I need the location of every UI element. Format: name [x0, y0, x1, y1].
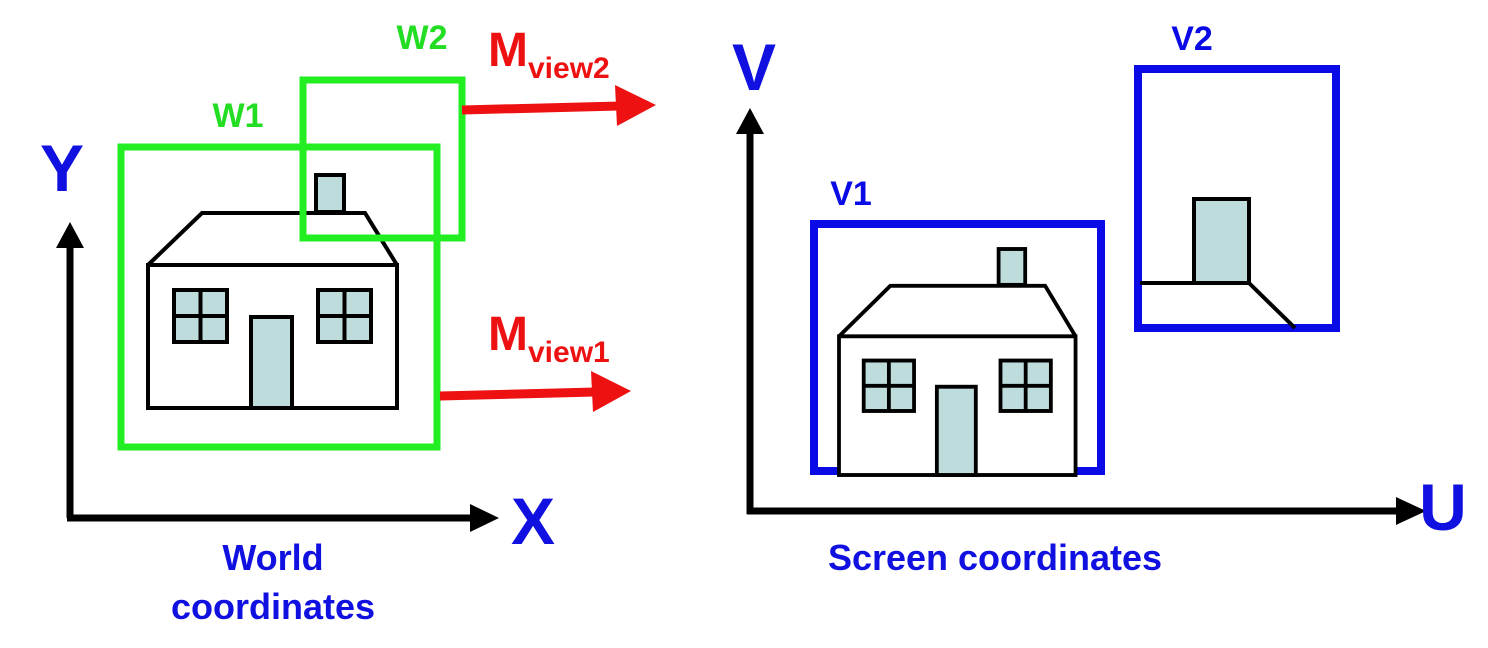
- window-w2-label: W2: [397, 19, 448, 57]
- transform-view1-sub: view1: [528, 336, 610, 369]
- transform-view1-base: M: [488, 308, 528, 361]
- viewport-v2-label: V2: [1171, 20, 1213, 58]
- world-caption-line2: coordinates: [171, 586, 375, 627]
- transform-view2-arrow: [461, 85, 656, 126]
- transform-view1-arrow: [439, 371, 631, 412]
- world-axes: [56, 222, 499, 532]
- window-w2: [299, 76, 466, 242]
- viewport-v2-house-detail: [1140, 197, 1297, 330]
- viewport-v2: [1134, 65, 1340, 332]
- transform-view2-sub: view2: [528, 52, 610, 85]
- transform-view1-label: Mview1: [488, 308, 610, 369]
- window-w1-label: W1: [213, 97, 264, 135]
- screen-axes: [736, 108, 1426, 525]
- world-y-axis-label: Y: [40, 131, 84, 205]
- screen-caption: Screen coordinates: [828, 537, 1162, 578]
- viewport-v1-label: V1: [830, 175, 872, 213]
- transform-view2-base: M: [488, 24, 528, 77]
- screen-u-axis-label: U: [1419, 470, 1467, 544]
- transform-view2-label: Mview2: [488, 24, 610, 85]
- viewport-v1-house: [837, 247, 1078, 477]
- screen-v-axis-label: V: [732, 30, 776, 104]
- world-house: [146, 173, 399, 410]
- window-w1: [117, 143, 441, 451]
- world-caption-line1: World: [222, 537, 323, 578]
- world-x-axis-label: X: [511, 484, 555, 558]
